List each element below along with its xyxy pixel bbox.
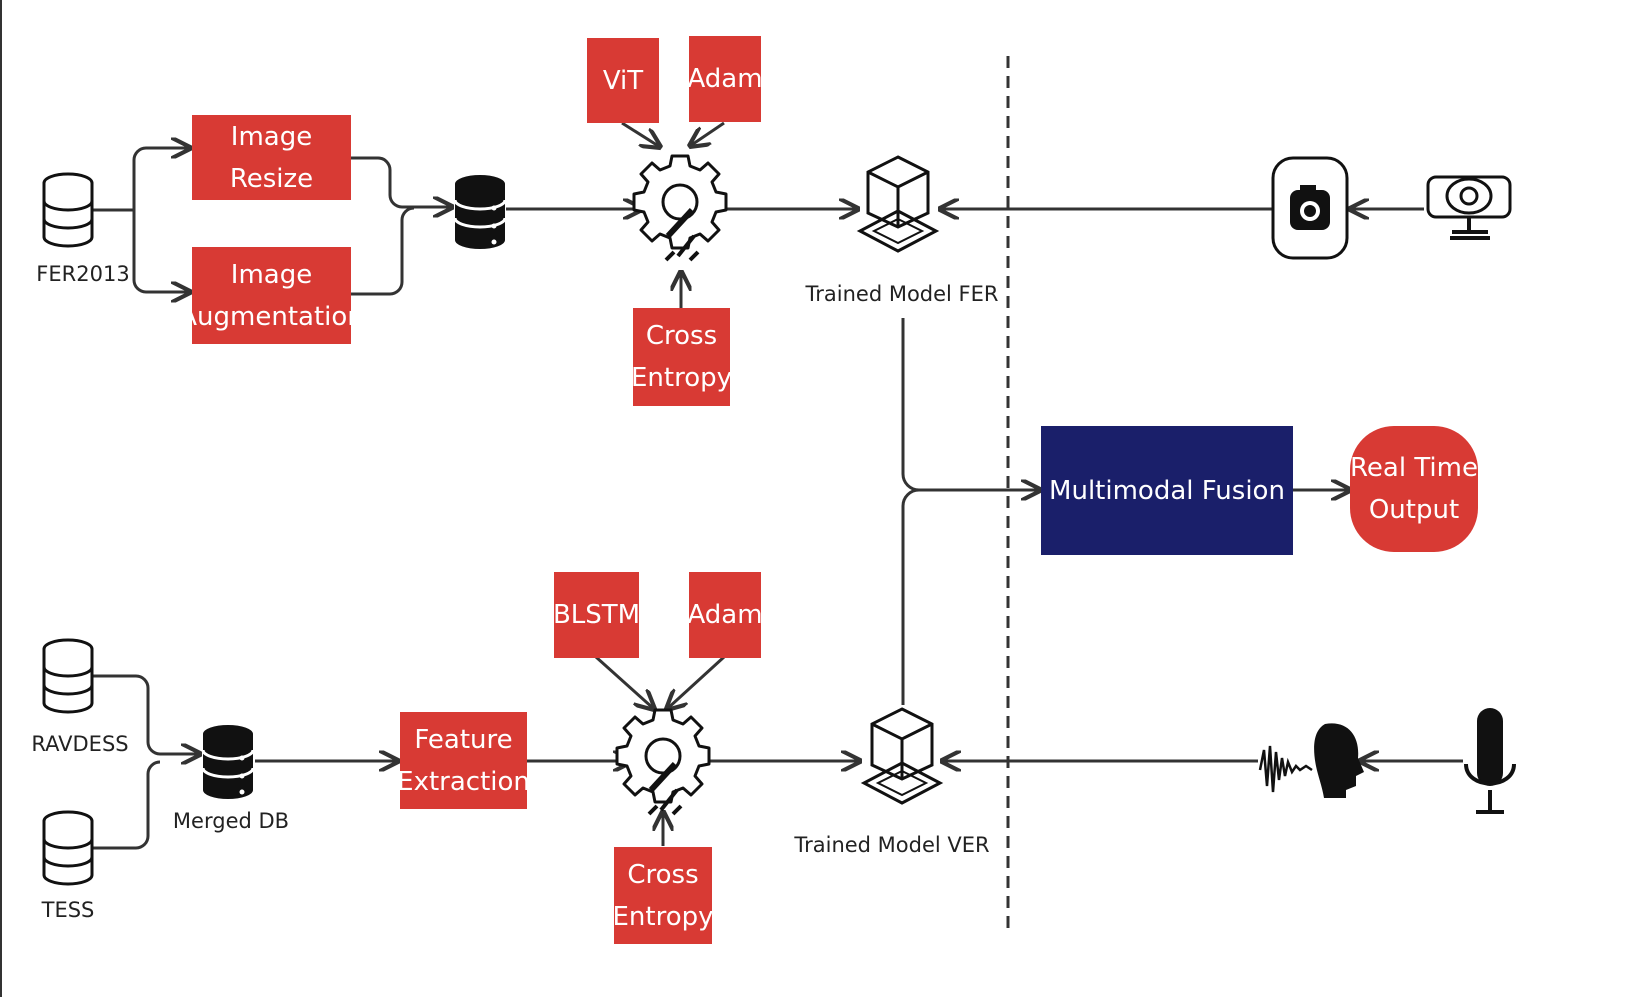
ver-adam-label: Adam [687, 600, 763, 630]
camera-icon [1271, 156, 1349, 260]
blstm-label: BLSTM [552, 600, 641, 630]
ver-adam-box: Adam [687, 572, 763, 658]
fer-cube-model-icon [858, 155, 938, 253]
fer-adam-box: Adam [687, 36, 763, 122]
ver-entropy-label: Entropy [612, 901, 714, 932]
ver-cube-model-icon [862, 707, 942, 805]
ver-gear-wrench-icon [617, 710, 709, 814]
extraction-label: Extraction [397, 766, 530, 797]
merged-server-database-icon [201, 723, 255, 801]
vit-box: ViT [587, 38, 659, 123]
image-augmentation-label-2: Augmentation [179, 301, 364, 332]
feature-label: Feature [414, 724, 513, 755]
trained-model-fer-label: Trained Model FER [805, 282, 999, 306]
image-resize-box: Image Resize [192, 115, 351, 200]
multimodal-fusion-label: Multimodal Fusion [1049, 475, 1285, 506]
ver-cross-label: Cross [627, 859, 699, 890]
fer-cross-entropy-box: Cross Entropy [630, 308, 733, 406]
merged-db-label: Merged DB [172, 809, 290, 833]
image-augmentation-box: Image Augmentation [179, 247, 364, 344]
ravdess-database-icon [42, 638, 94, 714]
fer2013-label: FER2013 [36, 262, 130, 286]
blstm-box: BLSTM [552, 572, 641, 658]
speaking-head-icon [1258, 723, 1364, 798]
fer-server-database-icon [453, 173, 507, 251]
ravdess-label: RAVDESS [31, 732, 129, 756]
fer-cross-label: Cross [645, 321, 718, 351]
feature-extraction-box: Feature Extraction [397, 712, 530, 809]
tess-database-icon [42, 810, 94, 886]
multimodal-fusion-box: Multimodal Fusion [1041, 426, 1293, 555]
real-time-label: Real Time [1350, 453, 1478, 483]
trained-model-ver-label: Trained Model VER [794, 833, 990, 857]
image-resize-label: Image Resize [229, 121, 314, 194]
microphone-icon [1464, 708, 1516, 814]
fer-adam-label: Adam [687, 64, 763, 94]
left-border [0, 0, 2, 997]
image-augmentation-label-1: Image [230, 259, 313, 290]
tess-label: TESS [41, 898, 95, 922]
fer-gear-wrench-icon [634, 156, 726, 260]
real-time-output-box: Real Time Output [1350, 426, 1478, 552]
output-label: Output [1368, 495, 1460, 525]
vit-label: ViT [602, 65, 644, 96]
fer-database-icon [42, 172, 94, 248]
webcam-icon [1426, 175, 1512, 240]
ver-cross-entropy-box: Cross Entropy [612, 847, 714, 944]
fer-entropy-label: Entropy [630, 363, 733, 393]
